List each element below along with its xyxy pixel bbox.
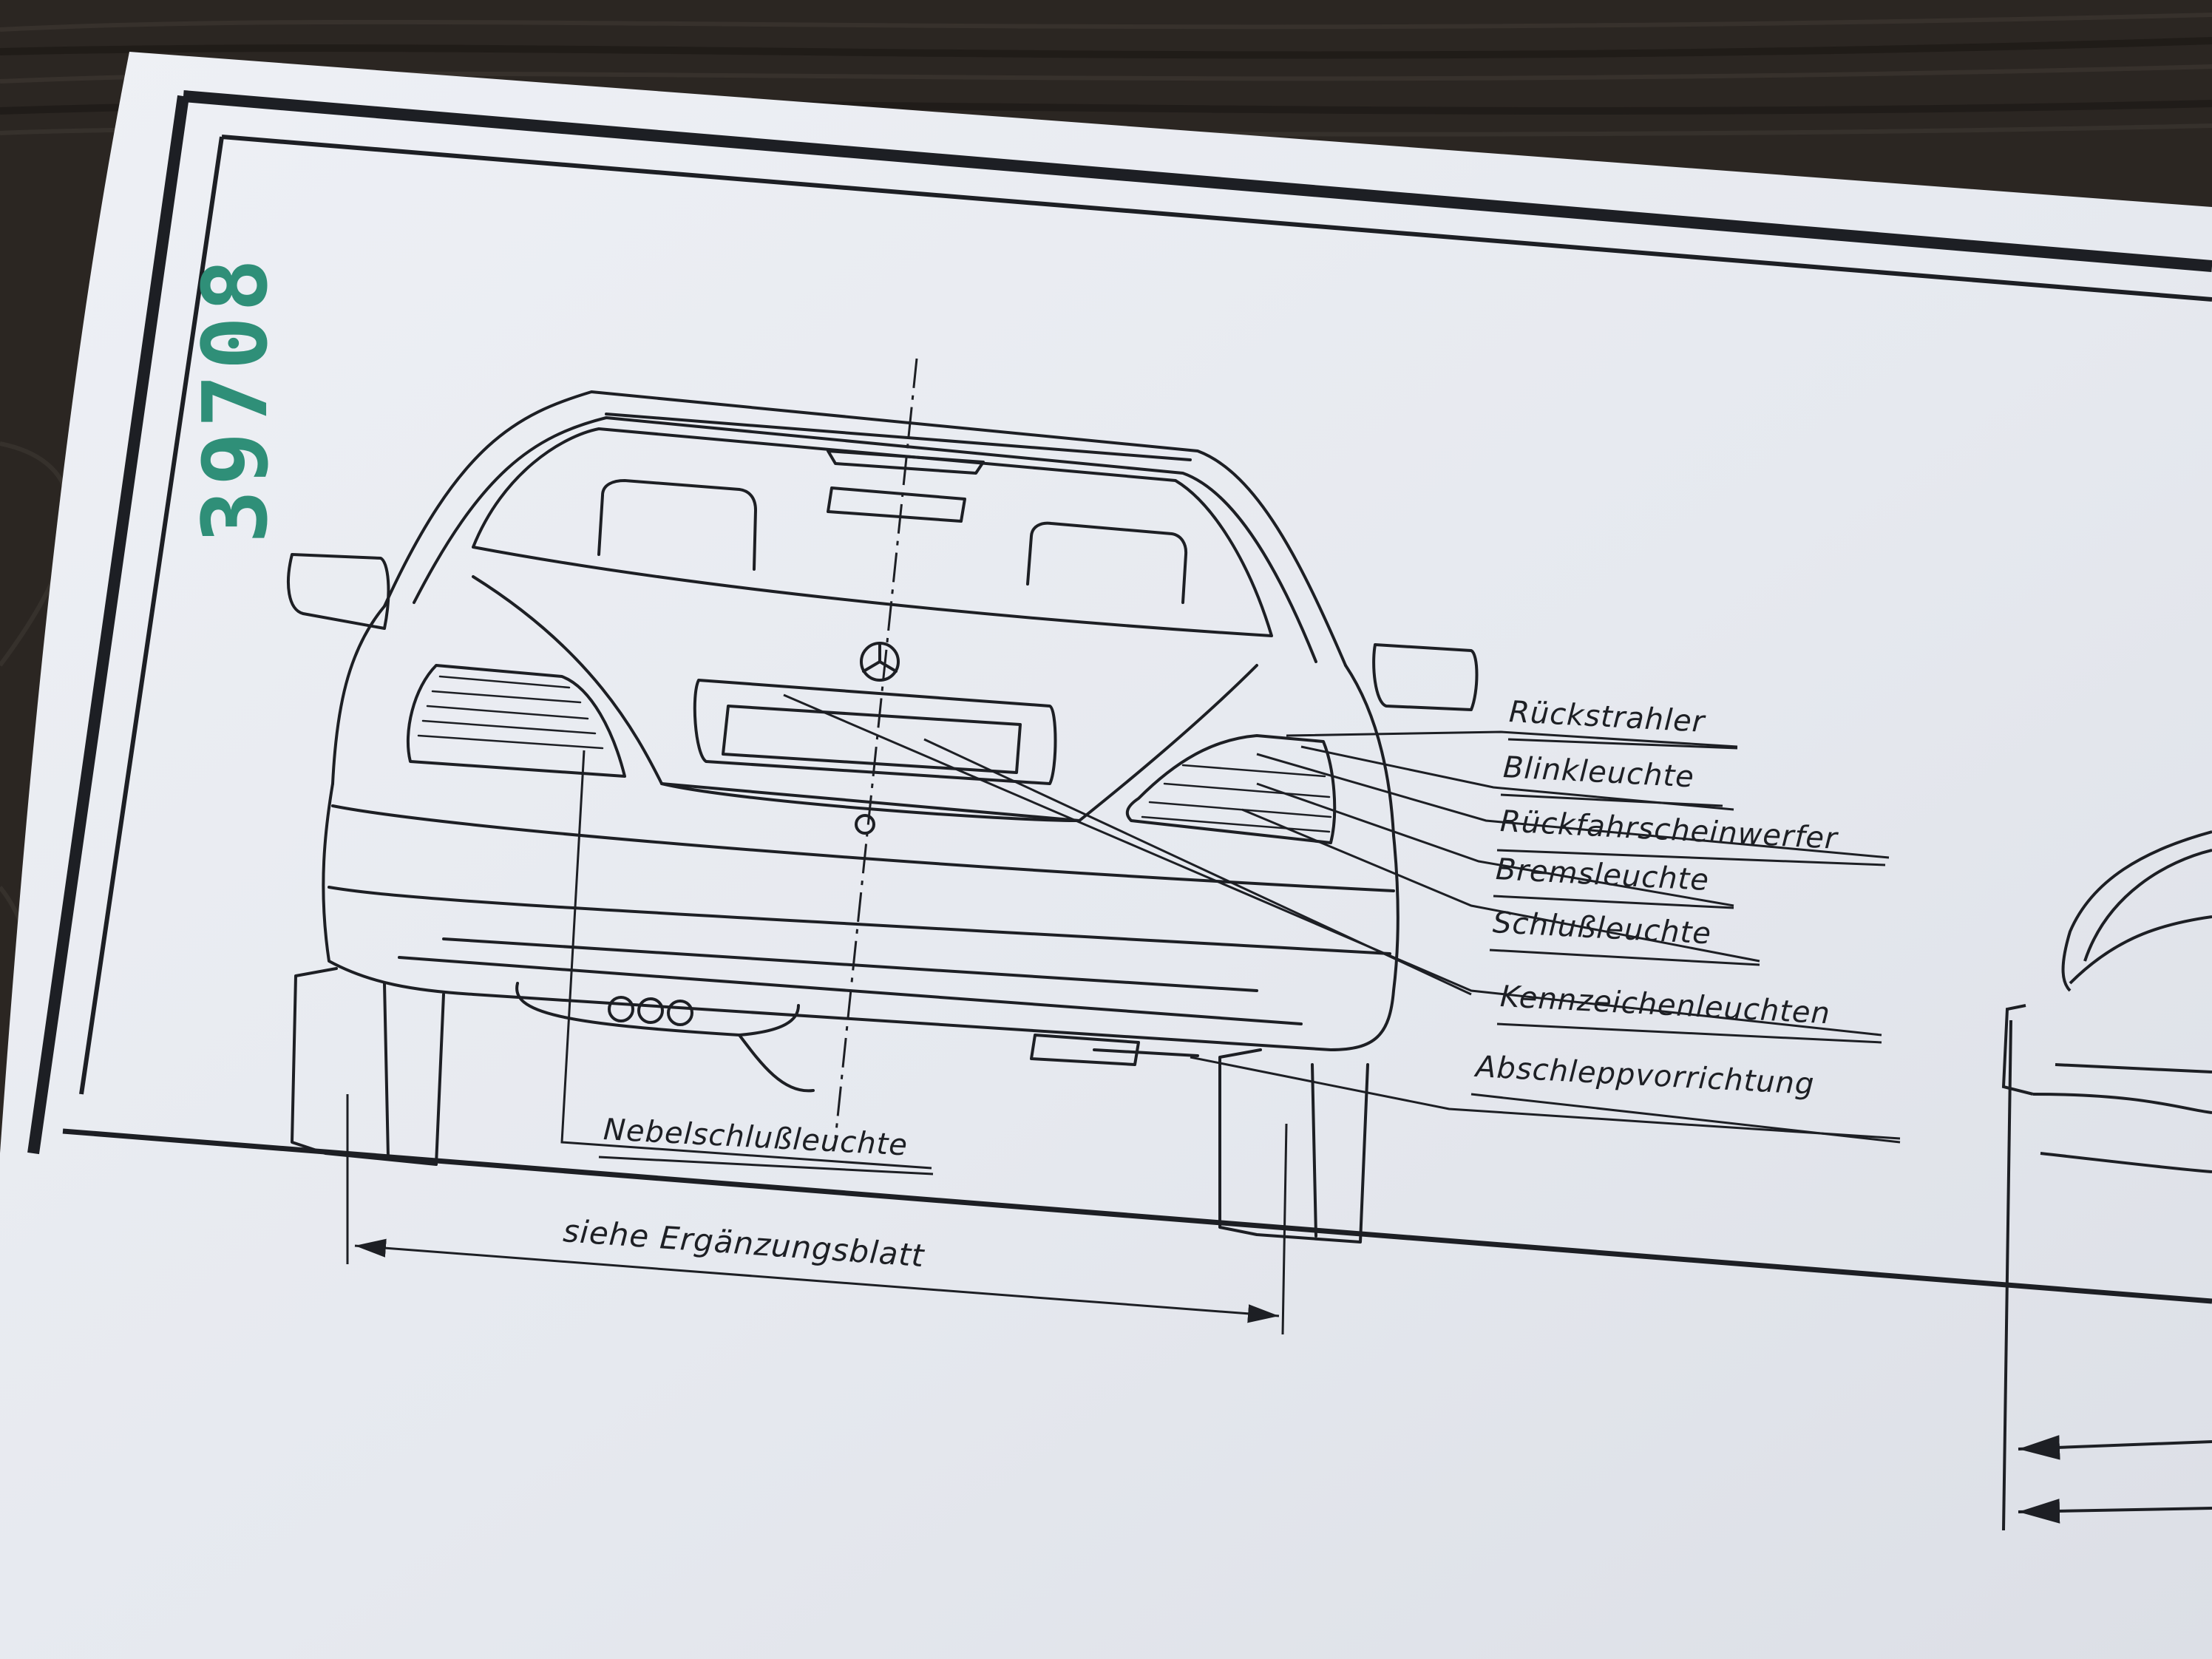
ground-line xyxy=(62,1128,2212,1304)
label-underlines xyxy=(598,738,1901,1175)
dimension-line xyxy=(346,1094,1288,1335)
paper xyxy=(0,52,2212,1659)
drawing-frame xyxy=(27,90,2212,1155)
center-axis-line xyxy=(834,358,918,1139)
leader-lines xyxy=(560,693,1901,1170)
stamp-number: 39708 xyxy=(185,254,288,543)
car-rear-view xyxy=(287,390,1479,1244)
partial-front-view xyxy=(2001,830,2212,1531)
